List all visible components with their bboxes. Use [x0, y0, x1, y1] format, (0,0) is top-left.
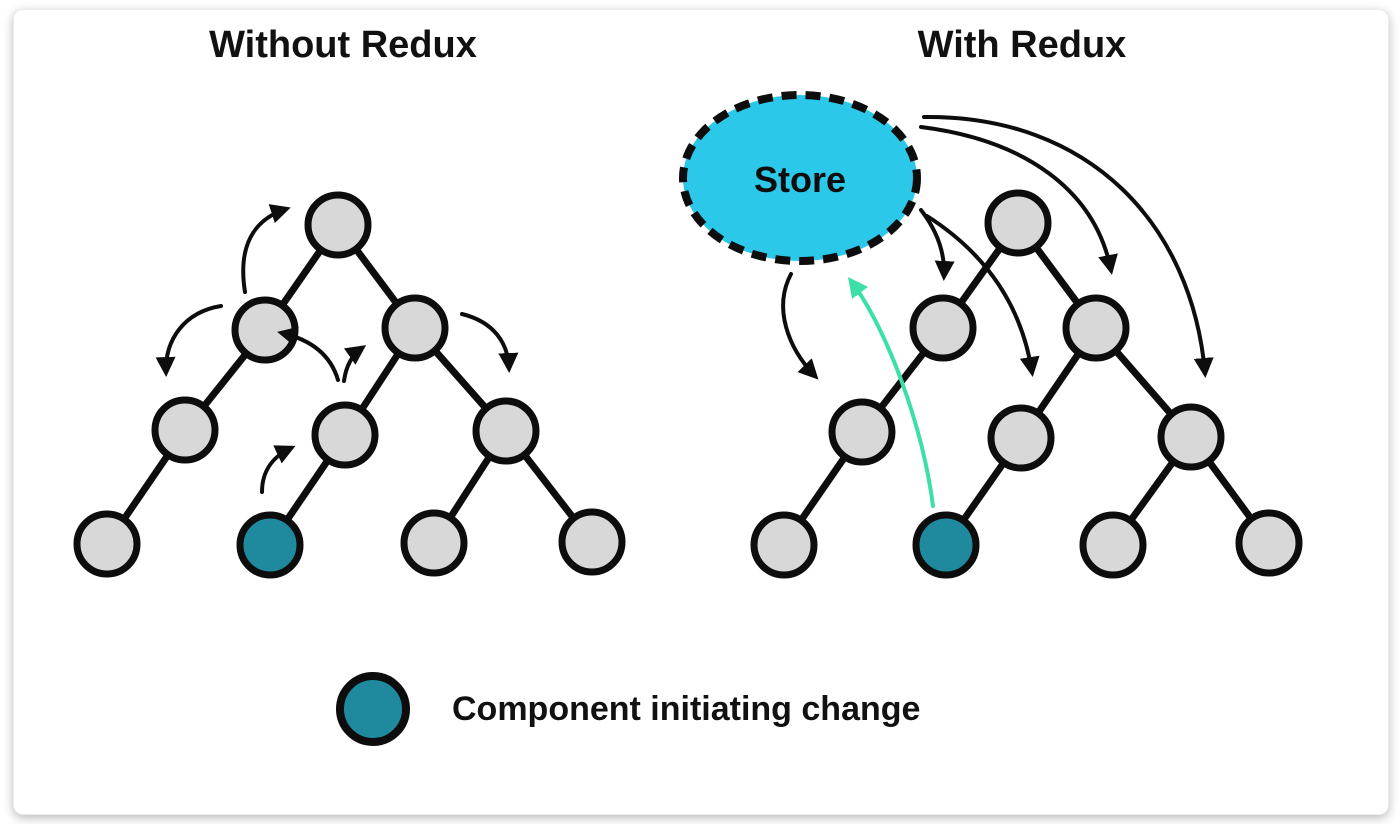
- component-node: [828, 398, 896, 466]
- right-tree-title: With Redux: [917, 24, 1127, 66]
- component-node: [1062, 294, 1130, 362]
- component-node: [311, 401, 379, 469]
- component-node: [472, 397, 540, 465]
- arrows-layer: [155, 114, 1214, 508]
- prop-drilling-arrow: [277, 326, 340, 382]
- component-node: [1079, 511, 1147, 579]
- component-node: [909, 294, 977, 362]
- component-node: [73, 510, 141, 578]
- component-node: [1235, 509, 1303, 577]
- prop-drilling-arrow: [241, 204, 291, 294]
- component-node-initiating-change: [912, 511, 980, 579]
- component-to-store-arrow: [847, 277, 935, 508]
- store-label: Store: [753, 159, 847, 200]
- prop-drilling-arrow: [342, 345, 367, 383]
- store-to-component-arrow: [781, 272, 819, 380]
- component-node: [987, 404, 1055, 472]
- component-node: [1157, 403, 1225, 471]
- legend-label: Component initiating change: [452, 689, 921, 728]
- store-ellipse: [679, 91, 921, 265]
- store-layer: [679, 91, 921, 265]
- prop-drilling-arrow: [155, 304, 223, 377]
- tree-nodes-layer: [73, 189, 1303, 579]
- component-node: [750, 511, 818, 579]
- legend: Component initiating change: [336, 672, 920, 746]
- component-node: [984, 189, 1052, 257]
- component-node: [231, 296, 299, 364]
- component-node: [151, 396, 219, 464]
- store-to-component-arrow: [919, 125, 1118, 275]
- component-node: [304, 191, 372, 259]
- store-to-component-arrow: [925, 214, 1040, 377]
- prop-drilling-arrow: [460, 312, 519, 373]
- legend-highlight-swatch: [336, 672, 410, 746]
- component-node: [558, 508, 626, 576]
- component-node: [381, 294, 449, 362]
- tree-edges-layer: [103, 219, 1273, 549]
- prop-drilling-arrow: [260, 445, 296, 494]
- component-node: [400, 509, 468, 577]
- component-node-initiating-change: [236, 511, 304, 579]
- left-tree-title: Without Redux: [209, 24, 477, 66]
- store-to-component-arrow: [922, 114, 1214, 378]
